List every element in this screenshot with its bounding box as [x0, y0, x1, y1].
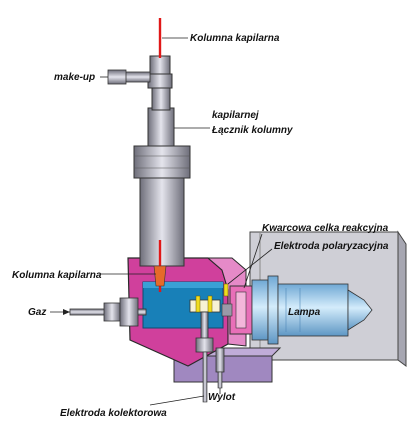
svg-text:Łącznik kolumny: Łącznik kolumny [211, 125, 293, 136]
outlet-tube [215, 347, 225, 389]
label-kwarcowa: Kwarcowa celka reakcyjna [243, 223, 389, 289]
label-kolumna-left: Kolumna kapilarna [12, 270, 156, 281]
label-wylot: Wylot [208, 388, 236, 403]
svg-text:Kolumna kapilarna: Kolumna kapilarna [190, 33, 280, 44]
label-elektroda-polaryzacyjna: Elektroda polaryzacyjna [227, 241, 389, 285]
label-make-up: make-up [54, 72, 108, 83]
lamp [251, 275, 373, 345]
label-lampa: Lampa [288, 307, 321, 318]
electrode-yellow [195, 283, 229, 313]
label-kolumna-top: Kolumna kapilarna [162, 33, 280, 44]
collector-electrode [195, 311, 214, 403]
svg-text:Elektroda kolektorowa: Elektroda kolektorowa [60, 408, 167, 419]
svg-text:make-up: make-up [54, 72, 95, 83]
label-elektroda-kolektorowa: Elektroda kolektorowa [60, 395, 205, 419]
svg-text:kapilarnej: kapilarnej [212, 110, 259, 121]
svg-text:Gaz: Gaz [28, 307, 46, 318]
svg-text:Kwarcowa celka reakcyjna: Kwarcowa celka reakcyjna [262, 223, 389, 234]
label-gaz: Gaz [28, 307, 70, 318]
svg-text:Kolumna kapilarna: Kolumna kapilarna [12, 270, 102, 281]
capillary-column [153, 18, 167, 292]
label-kapilarnej: kapilarnej [212, 110, 259, 121]
svg-text:Elektroda polaryzacyjna: Elektroda polaryzacyjna [274, 241, 389, 252]
column-connector [107, 55, 191, 267]
svg-text:Lampa: Lampa [288, 307, 321, 318]
gas-inlet [69, 297, 147, 327]
svg-text:Wylot: Wylot [208, 392, 236, 403]
label-lacznik: Łącznik kolumny [174, 125, 293, 136]
